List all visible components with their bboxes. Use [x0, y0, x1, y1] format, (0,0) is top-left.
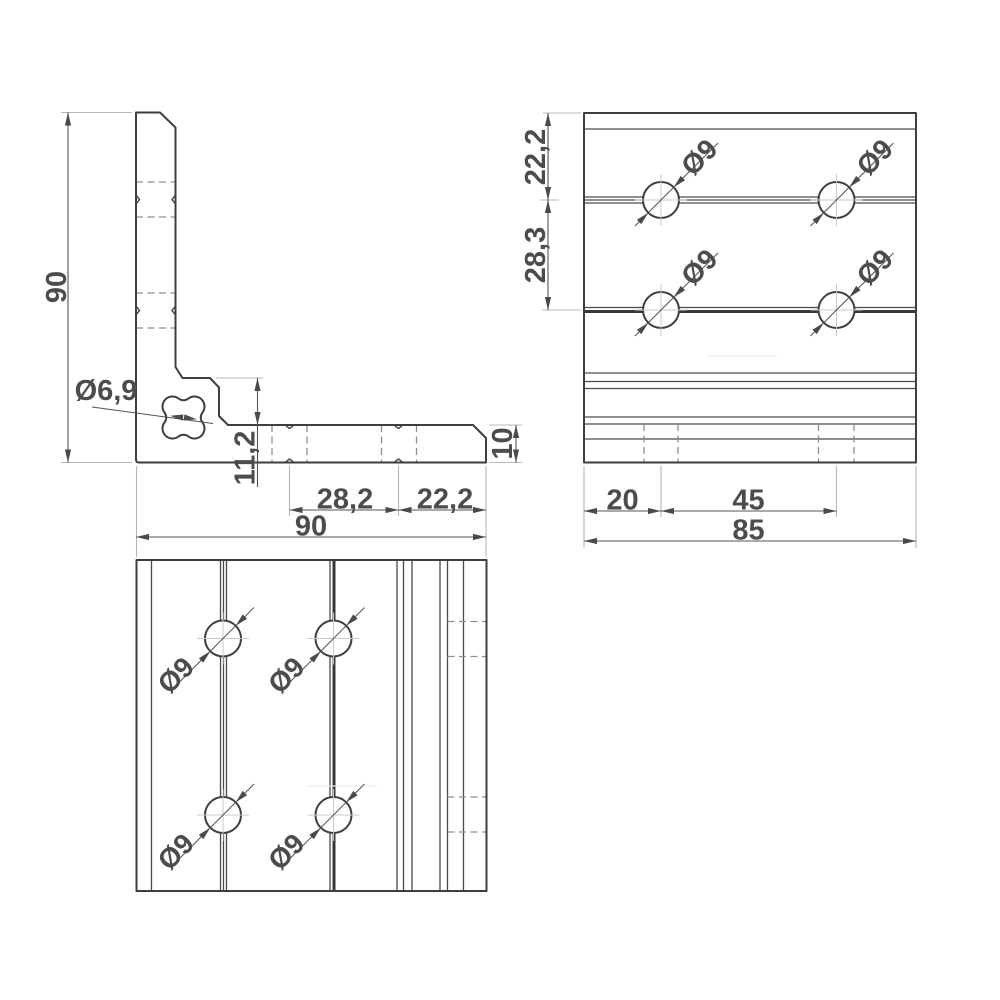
side-view-outline [135, 111, 487, 464]
dim-side-width: 90 [295, 511, 327, 543]
bottom-view-hole-leaders [171, 607, 365, 867]
dim-edge-to-first-row: 22,2 [520, 129, 552, 185]
cross-slot-hole [161, 395, 206, 440]
top-view: 22,2 28,3 20 45 85 Ø9 Ø9 Ø9 Ø9 [520, 112, 917, 548]
hole-diameter-label: Ø9 [262, 828, 310, 876]
top-view-outline [583, 112, 917, 464]
dim-hole-pitch: 28,2 [317, 484, 373, 516]
top-view-dimension-lines [547, 113, 916, 542]
top-view-arrows [544, 113, 916, 545]
hole-diameter-label: Ø9 [152, 651, 200, 699]
slot-diameter-label: Ø6,9 [75, 375, 138, 407]
bottom-view: Ø9 Ø9 Ø9 Ø9 [135, 559, 488, 892]
dim-top-width: 85 [732, 515, 764, 547]
bottom-view-hidden-lines [447, 620, 487, 833]
side-view-arrows [64, 112, 520, 541]
hole-diameter-label: Ø9 [851, 243, 899, 291]
bottom-view-outline [135, 559, 488, 892]
dim-edge-to-first-hole: 20 [606, 485, 638, 517]
dim-step-height: 11,2 [230, 431, 262, 486]
dim-side-height: 90 [41, 271, 73, 303]
hole-diameter-label: Ø9 [152, 828, 200, 876]
hole-diameter-label: Ø9 [262, 651, 310, 699]
top-view-extension-lines [540, 112, 917, 548]
top-view-hole-leaders [634, 142, 894, 337]
dim-hole-to-end: 22,2 [417, 484, 473, 516]
dim-row-pitch: 28,3 [520, 227, 552, 283]
side-view: 90 90 28,2 22,2 11,2 10 Ø6,9 [41, 111, 522, 557]
hole-diameter-label: Ø9 [675, 243, 723, 291]
hole-diameter-label: Ø9 [675, 133, 723, 181]
dim-hole-pitch-top: 45 [732, 485, 764, 517]
side-view-hidden-lines [136, 181, 418, 463]
dim-leg-thickness: 10 [487, 427, 519, 459]
top-view-hidden-lines [643, 424, 855, 463]
hole-diameter-label: Ø9 [851, 133, 899, 181]
